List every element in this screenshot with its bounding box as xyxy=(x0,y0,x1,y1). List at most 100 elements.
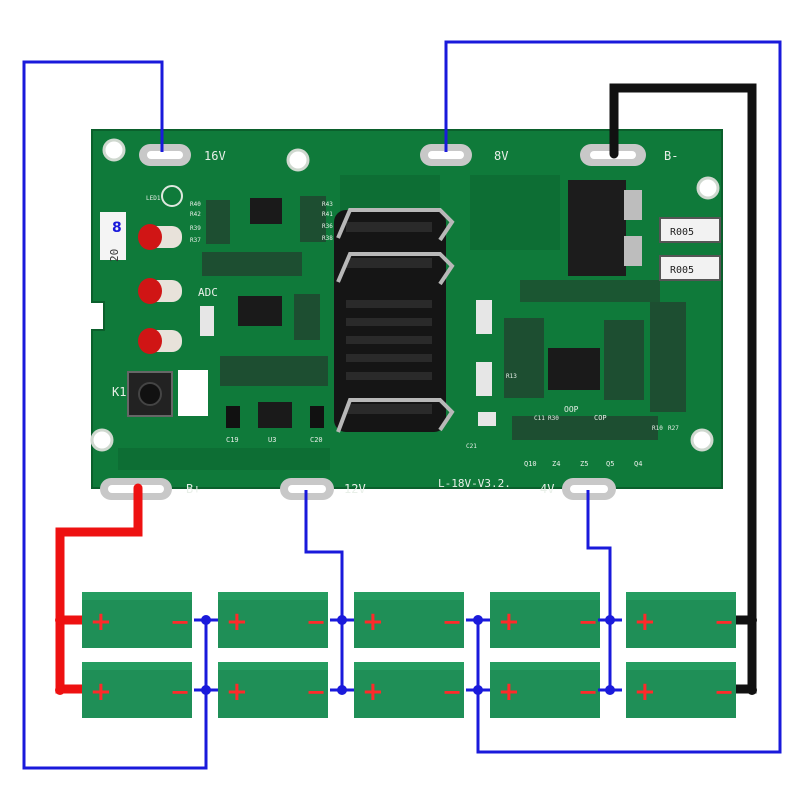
pad-label-16v: 16V xyxy=(204,149,226,163)
pad-label-12v: 12V xyxy=(344,482,366,496)
heatsink xyxy=(334,208,455,433)
silk-r42: R42 xyxy=(190,211,201,218)
battery-cell: +− xyxy=(490,592,600,648)
cell-body xyxy=(82,662,192,718)
battery-cell: +− xyxy=(82,592,192,648)
cell-minus-sign: − xyxy=(442,678,462,706)
battery-cell: +− xyxy=(354,592,464,648)
solder-joint xyxy=(605,615,615,625)
silk-r27: R27 xyxy=(668,425,679,432)
battery-cell: +− xyxy=(82,662,192,718)
silk-c19: C19 xyxy=(226,436,239,444)
silk-oop: OOP xyxy=(564,405,579,414)
solder-joint-b-plus xyxy=(55,615,65,625)
silk-r13: R13 xyxy=(506,373,517,380)
revision-sticker: 20 8 xyxy=(100,212,126,262)
cell-plus-sign: + xyxy=(498,607,520,637)
battery-cell: +− xyxy=(490,662,600,718)
cell-plus-sign: + xyxy=(362,607,384,637)
pcb-copper-area-2 xyxy=(470,175,560,250)
push-button-k1: K1 xyxy=(112,370,208,417)
shunt-resistors: R005 R005 xyxy=(659,217,721,281)
cell-plus-sign: + xyxy=(226,677,248,707)
pcb-board: 16V 8V B- B+ 12V 4V L-18V-V3.2. 20 8 LED… xyxy=(90,129,723,500)
battery-cell: +− xyxy=(218,662,328,718)
shunt-label-1: R005 xyxy=(670,227,694,238)
cell-minus-sign: − xyxy=(714,678,734,706)
battery-cells: +−+−+−+−+−+−+−+−+−+− xyxy=(82,592,736,718)
cell-plus-sign: + xyxy=(90,607,112,637)
cell-highlight xyxy=(82,662,192,670)
pad-label-8v: 8V xyxy=(494,149,508,163)
wire-12v xyxy=(304,490,344,689)
battery-cell: +− xyxy=(354,662,464,718)
smd-components xyxy=(202,196,686,440)
mosfets xyxy=(568,180,642,276)
silk-r37: R37 xyxy=(190,237,201,244)
cell-highlight xyxy=(218,592,328,600)
silk-r41: R41 xyxy=(322,211,333,218)
status-leds: LED1 xyxy=(138,185,183,354)
silk-q10: Q10 xyxy=(524,460,537,468)
wire-8v xyxy=(444,40,782,754)
solder-joint xyxy=(473,685,483,695)
cell-body xyxy=(490,662,600,718)
silk-r40: R40 xyxy=(190,201,201,208)
wire-16v xyxy=(22,60,208,770)
cell-minus-sign: − xyxy=(442,608,462,636)
solder-joint xyxy=(201,615,211,625)
solder-joint xyxy=(605,685,615,695)
battery-cell: +− xyxy=(218,592,328,648)
cell-minus-sign: − xyxy=(578,678,598,706)
solder-joint xyxy=(201,685,211,695)
silk-r43: R43 xyxy=(322,201,333,208)
silk-c11: C11 xyxy=(534,415,545,422)
silk-led1: LED1 xyxy=(146,195,161,202)
cell-plus-sign: + xyxy=(634,607,656,637)
cell-highlight xyxy=(626,662,736,670)
cell-minus-sign: − xyxy=(170,678,190,706)
cell-body xyxy=(490,592,600,648)
cell-minus-sign: − xyxy=(170,608,190,636)
cell-body xyxy=(354,662,464,718)
cell-highlight xyxy=(218,662,328,670)
pad-label-4v: 4V xyxy=(540,482,554,496)
solder-joint xyxy=(473,615,483,625)
pad-label-b-minus: B- xyxy=(664,149,678,163)
silk-r39: R39 xyxy=(190,225,201,232)
cell-body xyxy=(218,592,328,648)
silk-r38: R38 xyxy=(322,235,333,242)
shunt-label-2: R005 xyxy=(670,265,694,276)
battery-cell: +− xyxy=(626,662,736,718)
cell-highlight xyxy=(490,662,600,670)
solder-joint-b-minus xyxy=(747,615,757,625)
cell-body xyxy=(354,592,464,648)
mounting-holes xyxy=(90,138,720,452)
cell-body xyxy=(626,662,736,718)
cell-highlight xyxy=(354,662,464,670)
battery-cell: +− xyxy=(626,592,736,648)
silk-z4: Z4 xyxy=(552,460,560,468)
cell-plus-sign: + xyxy=(362,677,384,707)
cell-body xyxy=(218,662,328,718)
cell-highlight xyxy=(82,592,192,600)
cell-plus-sign: + xyxy=(634,677,656,707)
sticker-text-8: 8 xyxy=(112,220,122,236)
cell-highlight xyxy=(354,592,464,600)
sticker-text-20: 20 xyxy=(108,249,121,262)
wire-4v xyxy=(586,490,612,689)
board-model-label: L-18V-V3.2. xyxy=(438,477,511,490)
series-links xyxy=(55,615,757,695)
solder-joint xyxy=(337,615,347,625)
cell-plus-sign: + xyxy=(90,677,112,707)
cell-body xyxy=(626,592,736,648)
silk-adc: ADC xyxy=(198,286,218,299)
cell-highlight xyxy=(626,592,736,600)
silk-q4: Q4 xyxy=(634,460,642,468)
solder-joint-b-minus xyxy=(747,685,757,695)
silk-r36: R36 xyxy=(322,223,333,230)
solder-joint-b-plus xyxy=(55,685,65,695)
cell-body xyxy=(82,592,192,648)
silk-z5: Z5 xyxy=(580,460,588,468)
